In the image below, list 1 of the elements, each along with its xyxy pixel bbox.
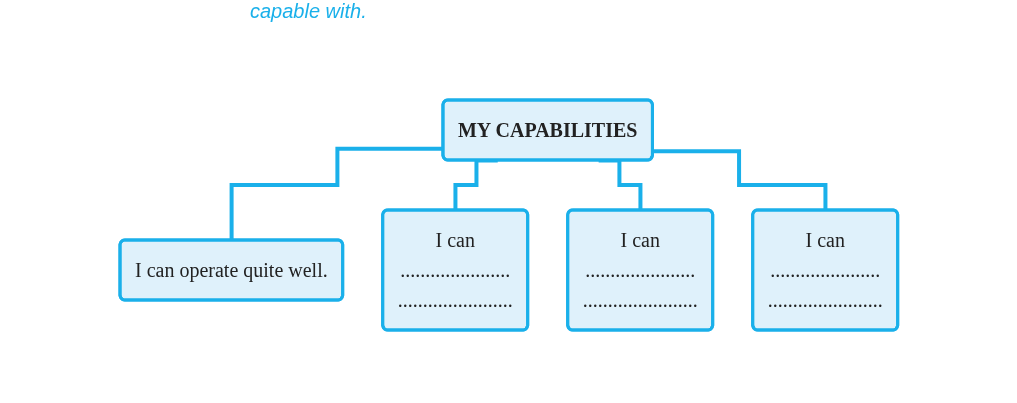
heading-text: capable with. (250, 0, 367, 23)
